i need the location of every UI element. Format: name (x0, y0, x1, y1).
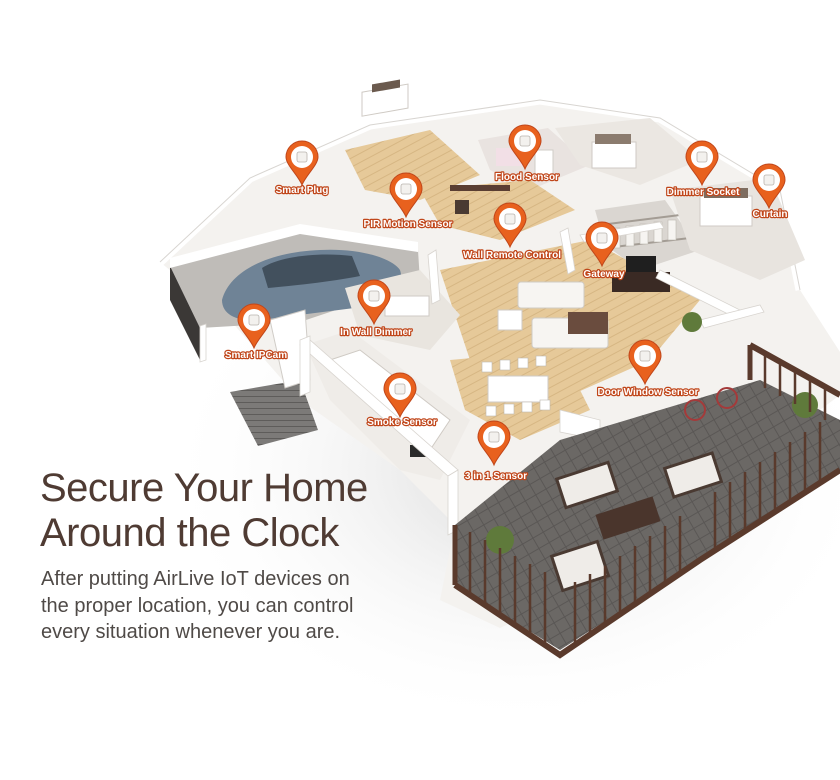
bedroom-right (555, 118, 700, 185)
device-pin: Dimmer Socket (665, 140, 741, 199)
device-glyph (488, 431, 500, 443)
device-label: 3 in 1 Sensor (465, 471, 527, 482)
device-pin: Gateway (582, 221, 626, 281)
device-glyph (519, 135, 531, 147)
device-pin: Smart IPCam (224, 303, 288, 362)
device-glyph (596, 232, 608, 244)
description-text: After putting AirLive IoT devices on the… (41, 566, 441, 646)
description-line-1: After putting AirLive IoT devices on (41, 568, 350, 590)
description-line-3: every situation whenever you are. (41, 621, 341, 643)
device-glyph (368, 290, 380, 302)
device-pin: PIR Motion Sensor (362, 172, 454, 231)
device-glyph (696, 151, 708, 163)
device-glyph (504, 213, 516, 225)
device-pin: In Wall Dimmer (339, 279, 413, 339)
device-label: Smart IPCam (225, 350, 287, 361)
device-pin: Smoke Sensor (366, 372, 438, 429)
bedroom-left (345, 79, 480, 200)
device-glyph (248, 314, 260, 326)
device-glyph (400, 183, 412, 195)
device-label: Door Window Sensor (597, 387, 698, 398)
description-line-2: the proper location, you can control (41, 594, 354, 617)
device-label: Wall Remote Control (463, 250, 561, 261)
device-glyph (296, 151, 308, 163)
device-pin: Curtain (751, 163, 789, 221)
exterior-walls (199, 323, 311, 397)
device-pin: Flood Sensor (494, 124, 560, 184)
headline: Secure Your Home Around the Clock (40, 466, 460, 556)
dining-area (450, 350, 590, 440)
bathroom (478, 128, 590, 190)
device-label: Curtain (753, 209, 788, 220)
device-label: Gateway (583, 269, 625, 280)
device-glyph (394, 383, 406, 395)
headline-line-2: Around the Clock (40, 511, 339, 555)
device-pin: 3 in 1 Sensor (464, 420, 528, 483)
device-label: In Wall Dimmer (340, 327, 412, 338)
device-label: Flood Sensor (495, 172, 559, 183)
terrace-railing (452, 342, 840, 659)
device-glyph (763, 174, 775, 186)
terrace (455, 312, 840, 650)
device-label: PIR Motion Sensor (364, 219, 453, 230)
device-glyph (639, 350, 651, 362)
device-label: Smoke Sensor (367, 417, 437, 428)
device-label: Smart Plug (276, 185, 329, 196)
interior-walls (299, 221, 765, 536)
device-label: Dimmer Socket (667, 187, 740, 198)
device-pin: Door Window Sensor (596, 339, 700, 399)
device-pin: Wall Remote Control (462, 202, 562, 262)
headline-line-1: Secure Your Home (40, 466, 368, 510)
device-pin: Smart Plug (274, 140, 330, 197)
